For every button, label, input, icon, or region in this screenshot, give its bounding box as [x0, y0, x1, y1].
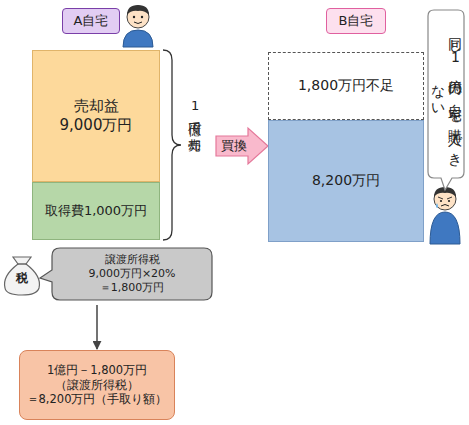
cost-box: 取得費1,000万円	[32, 182, 160, 240]
person-body	[430, 212, 460, 244]
person-eye	[141, 16, 143, 18]
person-eye	[133, 16, 135, 18]
person-brow	[438, 197, 452, 199]
node-text: 売却益 9,000万円	[33, 97, 159, 135]
node-text: 1億円－1,800万円 （譲渡所得税） ＝8,200万円（手取り額）	[20, 363, 174, 406]
node-text: 買換	[221, 138, 247, 154]
tax-mark: 税	[10, 271, 34, 285]
house-tag: B自宅	[326, 8, 386, 34]
person-mouth	[441, 205, 449, 207]
node-text: 譲渡所得税 9,000万円×20% ＝1,800万円	[52, 253, 212, 294]
node-text: 8,200万円	[312, 172, 380, 190]
shortfall-box: 1,800万円不足	[268, 52, 424, 120]
house-tag: A自宅	[62, 8, 120, 34]
person-body	[123, 30, 153, 47]
node-text: A自宅	[74, 13, 109, 29]
bag-body	[5, 257, 40, 295]
person-happy	[123, 5, 153, 47]
node-text: 取得費1,000万円	[45, 203, 147, 219]
proceeds-box: 8,200万円	[268, 120, 424, 242]
person-sad	[430, 187, 460, 244]
node-text: 1,800万円不足	[298, 77, 394, 95]
tax-bubble-shape	[40, 248, 212, 300]
speech-bubble-shape	[428, 10, 464, 190]
tear-drop	[436, 203, 438, 208]
person-head	[434, 188, 456, 210]
speech-bubble: 同じ1億円の自宅を購入できない	[428, 10, 464, 178]
net-proceeds-box: 1億円－1,800万円 （譲渡所得税） ＝8,200万円（手取り額）	[19, 350, 175, 420]
person-hair	[127, 5, 149, 15]
person-head	[127, 6, 149, 28]
person-eye	[448, 200, 450, 202]
gain-box: 売却益 9,000万円	[32, 50, 160, 182]
node-text: B自宅	[339, 13, 374, 29]
bag-tie	[17, 263, 27, 265]
person-mouth	[134, 22, 142, 24]
exchange-arrow-shape	[216, 128, 268, 164]
curly-brace	[163, 50, 181, 240]
person-eye	[440, 200, 442, 202]
node-text: 同じ1億円の自宅を購入できない	[429, 25, 464, 163]
tax-bubble: 譲渡所得税 9,000万円×20% ＝1,800万円	[52, 248, 212, 300]
tax-bag	[5, 257, 40, 295]
exchange-arrow: 買換	[216, 128, 268, 164]
vertical-note: 1億円で売却	[187, 98, 203, 128]
flow-arrow	[96, 305, 98, 349]
